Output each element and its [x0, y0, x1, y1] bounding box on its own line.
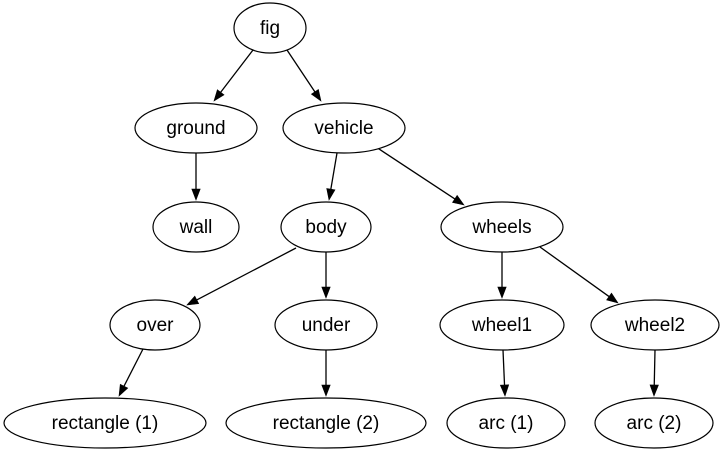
edge-arrowhead-icon: [213, 89, 225, 102]
edges-layer: [118, 49, 659, 397]
node-ellipse[interactable]: [446, 397, 566, 449]
node-ellipse[interactable]: [134, 102, 258, 154]
node-ellipse[interactable]: [233, 2, 307, 54]
edge-wheel1-to-arc1: [499, 349, 510, 397]
edge-body-to-under: [321, 252, 331, 299]
node-ellipse[interactable]: [225, 397, 427, 449]
edge-line: [286, 49, 316, 93]
node-body[interactable]: body: [280, 201, 372, 253]
edge-line: [123, 348, 144, 387]
node-ellipse[interactable]: [440, 201, 564, 253]
node-ellipse[interactable]: [3, 397, 207, 449]
edge-body-to-over: [186, 247, 297, 306]
edge-line: [196, 247, 297, 301]
node-rectangle2[interactable]: rectangle (2): [225, 397, 427, 449]
edge-arrowhead-icon: [497, 286, 507, 299]
node-over[interactable]: over: [109, 299, 201, 351]
node-ellipse[interactable]: [282, 102, 406, 154]
edge-fig-to-ground: [213, 49, 254, 102]
edge-arrowhead-icon: [118, 383, 129, 397]
node-wall[interactable]: wall: [152, 201, 240, 253]
node-wheels[interactable]: wheels: [440, 201, 564, 253]
edge-arrowhead-icon: [321, 286, 331, 299]
edge-over-to-rectangle1: [118, 348, 144, 397]
node-under[interactable]: under: [274, 299, 378, 351]
edge-line: [539, 246, 610, 298]
node-fig[interactable]: fig: [233, 2, 307, 54]
edge-line: [330, 152, 338, 190]
edge-arrowhead-icon: [606, 292, 619, 304]
edge-arrowhead-icon: [191, 188, 201, 201]
edge-ground-to-wall: [191, 153, 201, 201]
edge-line: [653, 349, 656, 386]
edge-arrowhead-icon: [326, 188, 336, 201]
edge-arrowhead-icon: [499, 384, 510, 397]
node-ellipse[interactable]: [594, 397, 714, 449]
node-ground[interactable]: ground: [134, 102, 258, 154]
node-vehicle[interactable]: vehicle: [282, 102, 406, 154]
edge-arrowhead-icon: [321, 384, 331, 397]
edge-fig-to-vehicle: [286, 49, 322, 102]
node-ellipse[interactable]: [439, 299, 565, 351]
edge-wheels-to-wheel1: [497, 252, 507, 299]
edge-line: [375, 146, 456, 200]
edge-vehicle-to-wheels: [375, 146, 465, 206]
edge-arrowhead-icon: [649, 384, 659, 397]
node-wheel2[interactable]: wheel2: [590, 299, 720, 351]
edge-wheel2-to-arc2: [649, 349, 659, 397]
nodes-layer: fig ground vehicle wall body wheels over under w…: [3, 2, 720, 449]
edge-arrowhead-icon: [310, 89, 322, 102]
node-wheel1[interactable]: wheel1: [439, 299, 565, 351]
edge-arrowhead-icon: [186, 295, 200, 306]
edge-wheels-to-wheel2: [539, 246, 619, 304]
node-ellipse[interactable]: [109, 299, 201, 351]
node-rectangle1[interactable]: rectangle (1): [3, 397, 207, 449]
edge-line: [502, 349, 506, 386]
edge-under-to-rectangle2: [321, 350, 331, 397]
node-arc2[interactable]: arc (2): [594, 397, 714, 449]
node-ellipse[interactable]: [274, 299, 378, 351]
node-arc1[interactable]: arc (1): [446, 397, 566, 449]
node-ellipse[interactable]: [280, 201, 372, 253]
edge-arrowhead-icon: [452, 194, 465, 206]
edge-line: [220, 49, 254, 93]
edge-vehicle-to-body: [326, 152, 338, 201]
node-ellipse[interactable]: [152, 201, 240, 253]
node-ellipse[interactable]: [590, 299, 720, 351]
